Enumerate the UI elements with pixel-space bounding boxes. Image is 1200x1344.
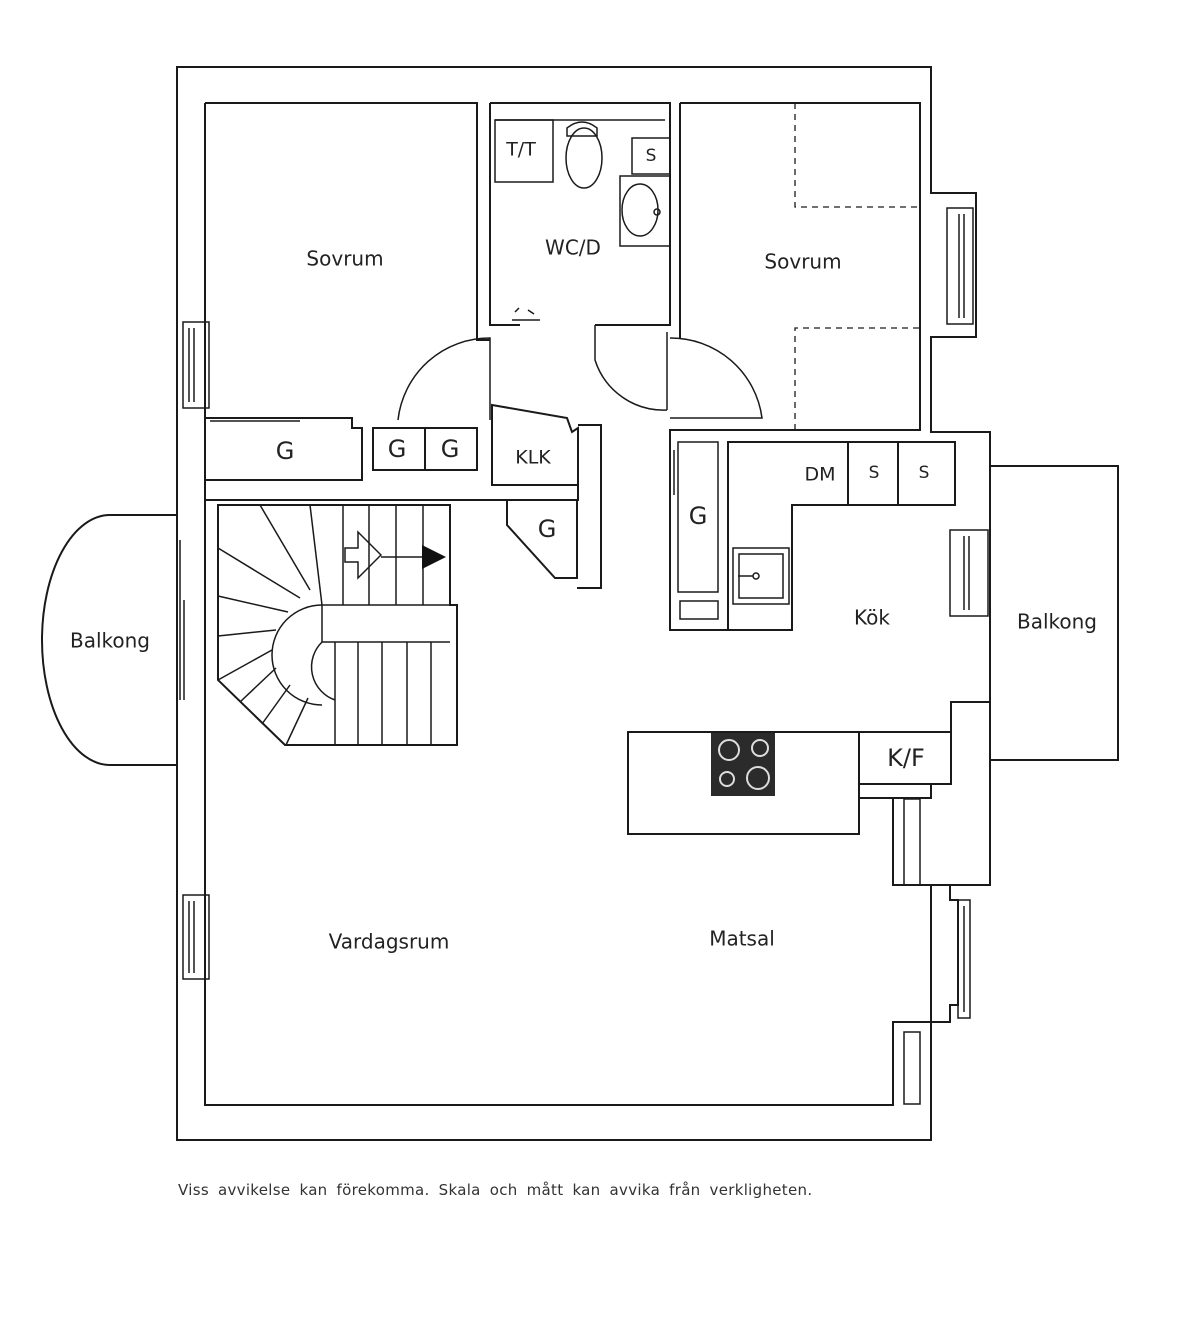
- label-bath-cabinet: S: [646, 146, 657, 166]
- bathroom-walls: [489, 102, 671, 326]
- cooktop-icon: [711, 733, 775, 796]
- room-label-kitchen: Kök: [854, 606, 890, 630]
- label-fridge-freezer: K/F: [887, 744, 925, 772]
- room-label-bathroom: WC/D: [545, 236, 601, 260]
- label-wardrobe-4: G: [538, 515, 557, 543]
- hall-closets: [204, 403, 602, 589]
- window-left-bedroom: [182, 321, 210, 409]
- bedroom-right-walls: [669, 102, 921, 442]
- label-wardrobe-2: G: [388, 435, 407, 463]
- room-label-living-room: Vardagsrum: [329, 930, 450, 954]
- label-wardrobe-1: G: [276, 437, 295, 465]
- label-kitchen-cabinet-1: S: [869, 463, 880, 483]
- room-label-bedroom-right: Sovrum: [764, 250, 841, 274]
- label-dishwasher: DM: [804, 464, 835, 486]
- room-label-bedroom-left: Sovrum: [306, 247, 383, 271]
- disclaimer-text: Viss avvikelse kan förekomma. Skala och …: [178, 1181, 813, 1199]
- label-towel-cabinet: T/T: [505, 139, 536, 161]
- label-kitchen-cabinet-2: S: [919, 463, 930, 483]
- room-label-balcony-left: Balkong: [70, 629, 150, 653]
- kitchen-walls: [669, 441, 956, 631]
- window-dining: [903, 798, 971, 1105]
- kitchen-island: [627, 701, 990, 835]
- window-right-bedroom: [946, 207, 974, 325]
- window-living-room: [182, 894, 210, 980]
- window-kitchen: [949, 529, 989, 617]
- room-label-dining-room: Matsal: [709, 927, 775, 951]
- label-wardrobe-3: G: [441, 435, 460, 463]
- balcony-left: [41, 514, 185, 766]
- room-label-balcony-right: Balkong: [1017, 610, 1097, 634]
- label-wardrobe-5: G: [689, 502, 708, 530]
- label-cloakroom: KLK: [515, 447, 551, 469]
- outer-walls: [176, 66, 991, 1141]
- bedroom-left-walls: [205, 102, 490, 481]
- doors: [397, 325, 763, 421]
- balcony-right: [990, 465, 1119, 761]
- staircase: [217, 504, 458, 746]
